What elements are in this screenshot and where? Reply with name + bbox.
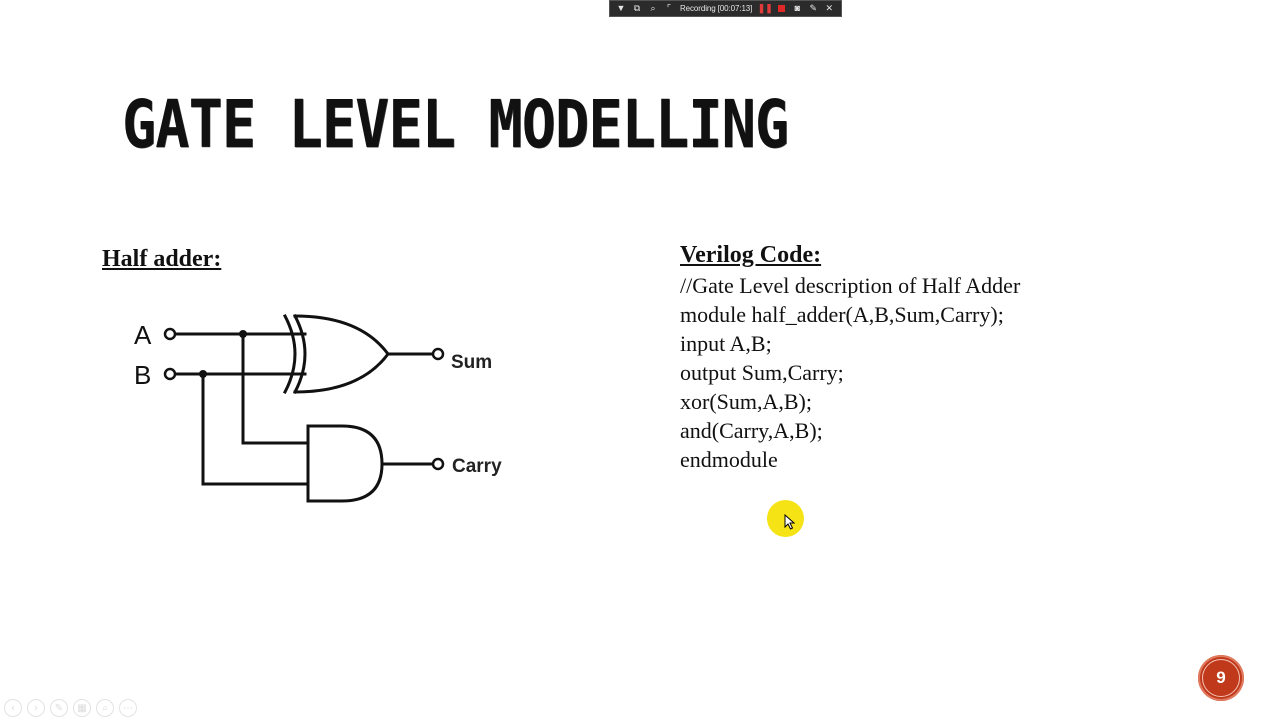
slides-icon[interactable]: ▦ [73, 699, 91, 717]
stop-icon[interactable] [774, 2, 788, 16]
more-icon[interactable]: ⋯ [119, 699, 137, 717]
page-number-badge: 9 [1198, 655, 1244, 701]
verilog-code-label: Verilog Code: [680, 242, 822, 268]
pause-icon[interactable]: ❚❚ [757, 3, 773, 13]
code-line: and(Carry,A,B); [680, 418, 823, 443]
junction-dot [199, 370, 207, 378]
next-icon[interactable]: › [27, 699, 45, 717]
input-b-label: B [134, 360, 151, 390]
magnifier-icon[interactable]: ⌕ [650, 3, 656, 13]
input-a-label: A [134, 320, 152, 350]
close-icon[interactable]: ✕ [825, 3, 834, 13]
page-number: 9 [1202, 659, 1240, 697]
sum-label: Sum [451, 352, 492, 373]
pen-icon[interactable]: ✎ [809, 3, 818, 13]
half-adder-label: Half adder: [102, 246, 222, 272]
window-icon[interactable]: ⧉ [633, 3, 641, 13]
carry-terminal [431, 457, 445, 471]
input-a-terminal [163, 327, 177, 341]
junction-dot [239, 330, 247, 338]
previous-icon[interactable]: ‹ [4, 699, 22, 717]
slide-title: GATE LEVEL MODELLING [122, 86, 789, 163]
dropdown-icon[interactable]: ▼ [616, 3, 626, 13]
zoom-icon[interactable]: ⌕ [96, 699, 114, 717]
half-adder-circuit: A B Sum Carry [134, 313, 502, 503]
slideshow-controls: ‹ › ✎ ▦ ⌕ ⋯ [4, 699, 137, 717]
pen-tool-icon[interactable]: ✎ [50, 699, 68, 717]
verilog-code-block: //Gate Level description of Half Adder m… [680, 271, 1020, 474]
recording-toolbar: ▼ ⧉ ⌕ ⌜ Recording [00:07:13] ❚❚ ◙ ✎ ✕ [609, 0, 842, 17]
code-line: //Gate Level description of Half Adder [680, 273, 1021, 298]
code-line: module half_adder(A,B,Sum,Carry); [680, 302, 1004, 327]
carry-label: Carry [452, 456, 502, 477]
xor-gate [282, 313, 390, 395]
recording-status: Recording [00:07:13] [680, 4, 753, 13]
mouse-pointer-icon [784, 514, 796, 530]
code-line: input A,B; [680, 331, 772, 356]
sum-terminal [431, 347, 445, 361]
camera-icon[interactable]: ◙ [794, 3, 800, 13]
code-line: endmodule [680, 447, 778, 472]
code-line: xor(Sum,A,B); [680, 389, 812, 414]
code-line: output Sum,Carry; [680, 360, 844, 385]
input-b-terminal [163, 367, 177, 381]
and-gate [306, 424, 384, 503]
region-icon[interactable]: ⌜ [666, 3, 672, 13]
